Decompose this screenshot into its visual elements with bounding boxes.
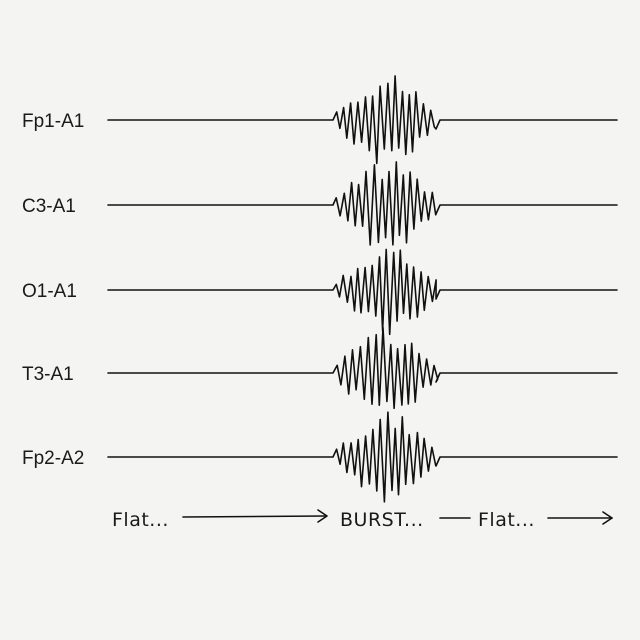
channel-traces — [107, 75, 618, 503]
trace-c3-a1 — [107, 161, 618, 246]
trace-o1-a1 — [107, 248, 618, 336]
channel-label-o1-a1: O1-A1 — [22, 281, 77, 302]
timeline-arrow-1 — [182, 515, 327, 518]
trace-t3-a1 — [107, 326, 618, 410]
trace-fp2-a2 — [107, 411, 618, 503]
timeline-arrow-2-head — [602, 511, 613, 525]
timeline-annotation: Flat... BURST... Flat... — [112, 509, 613, 531]
timeline-arrow-1-head — [317, 509, 328, 523]
channel-label-t3-a1: T3-A1 — [22, 364, 74, 385]
timeline-flat-end-label: Flat... — [478, 509, 535, 531]
channel-label-fp2-a2: Fp2-A2 — [22, 448, 84, 469]
trace-fp1-a1 — [107, 75, 618, 165]
channel-label-c3-a1: C3-A1 — [22, 196, 76, 217]
channel-label-fp1-a1: Fp1-A1 — [22, 111, 84, 132]
timeline-burst-label: BURST... — [340, 509, 424, 531]
timeline-flat-start-label: Flat... — [112, 509, 169, 531]
